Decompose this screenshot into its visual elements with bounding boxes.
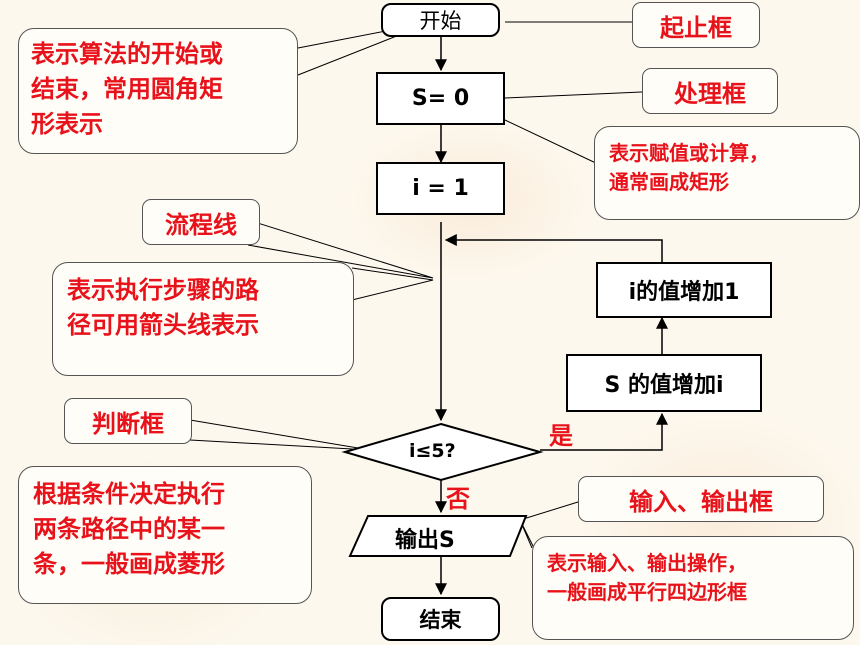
flowline-note-line-2: 径可用箭头线表示 (67, 310, 259, 339)
pointer-io-label (519, 501, 579, 521)
process-note: 表示赋值或计算， 通常画成矩形 (594, 126, 860, 220)
process-symbol-label: 处理框 (642, 68, 778, 114)
decision-symbol-label: 判断框 (64, 398, 192, 444)
pointer-flowline-label (247, 219, 434, 279)
process-note-line-2: 通常画成矩形 (609, 170, 729, 194)
increment-i-process: i的值增加1 (596, 262, 772, 318)
terminal-note-line-3: 形表示 (31, 109, 103, 138)
decision-label: i≤5? (409, 440, 456, 462)
pointer-process-label (504, 91, 643, 99)
yes-branch-label: 是 (549, 422, 573, 450)
pointer-decision-label (189, 419, 371, 451)
terminal-symbol-label: 起止框 (632, 2, 760, 48)
init-s-process: S= 0 (376, 72, 505, 125)
output-parallelogram (348, 515, 528, 557)
io-symbol-label: 输入、输出框 (578, 476, 824, 522)
flowline-symbol-label: 流程线 (142, 199, 260, 245)
decision-diamond (341, 422, 544, 482)
flowline-note: 表示执行步骤的路 径可用箭头线表示 (52, 262, 354, 376)
terminal-note-line-2: 结束，常用圆角矩 (31, 74, 223, 103)
flowline-note-line-1: 表示执行步骤的路 (67, 276, 259, 304)
process-note-line-1: 表示赋值或计算， (609, 141, 769, 165)
decision-note: 根据条件决定执行 两条路径中的某一 条，一般画成菱形 (18, 466, 312, 604)
flow-arrow-loop-back (444, 234, 663, 262)
terminal-note: 表示算法的开始或 结束，常用圆角矩 形表示 (18, 28, 298, 154)
start-terminal: 开始 (381, 3, 500, 37)
no-branch-label: 否 (446, 485, 470, 513)
add-i-process: S 的值增加i (566, 354, 762, 412)
end-terminal: 结束 (381, 597, 500, 641)
terminal-note-line-1: 表示算法的开始或 (31, 40, 223, 68)
decision-note-line-3: 条，一般画成菱形 (33, 549, 225, 578)
io-note-line-2: 一般画成平行四边形框 (547, 580, 747, 604)
io-note: 表示输入、输出操作， 一般画成平行四边形框 (532, 536, 854, 640)
pointer-flowline-note (351, 267, 434, 301)
output-label: 输出S (395, 528, 455, 553)
flow-arrow-yes-to-add (540, 412, 668, 451)
pointer-process-note (504, 119, 601, 166)
decision-note-line-2: 两条路径中的某一 (33, 514, 225, 543)
init-i-process: i = 1 (376, 162, 505, 215)
io-note-line-1: 表示输入、输出操作， (547, 551, 747, 575)
decision-note-line-1: 根据条件决定执行 (33, 480, 225, 508)
